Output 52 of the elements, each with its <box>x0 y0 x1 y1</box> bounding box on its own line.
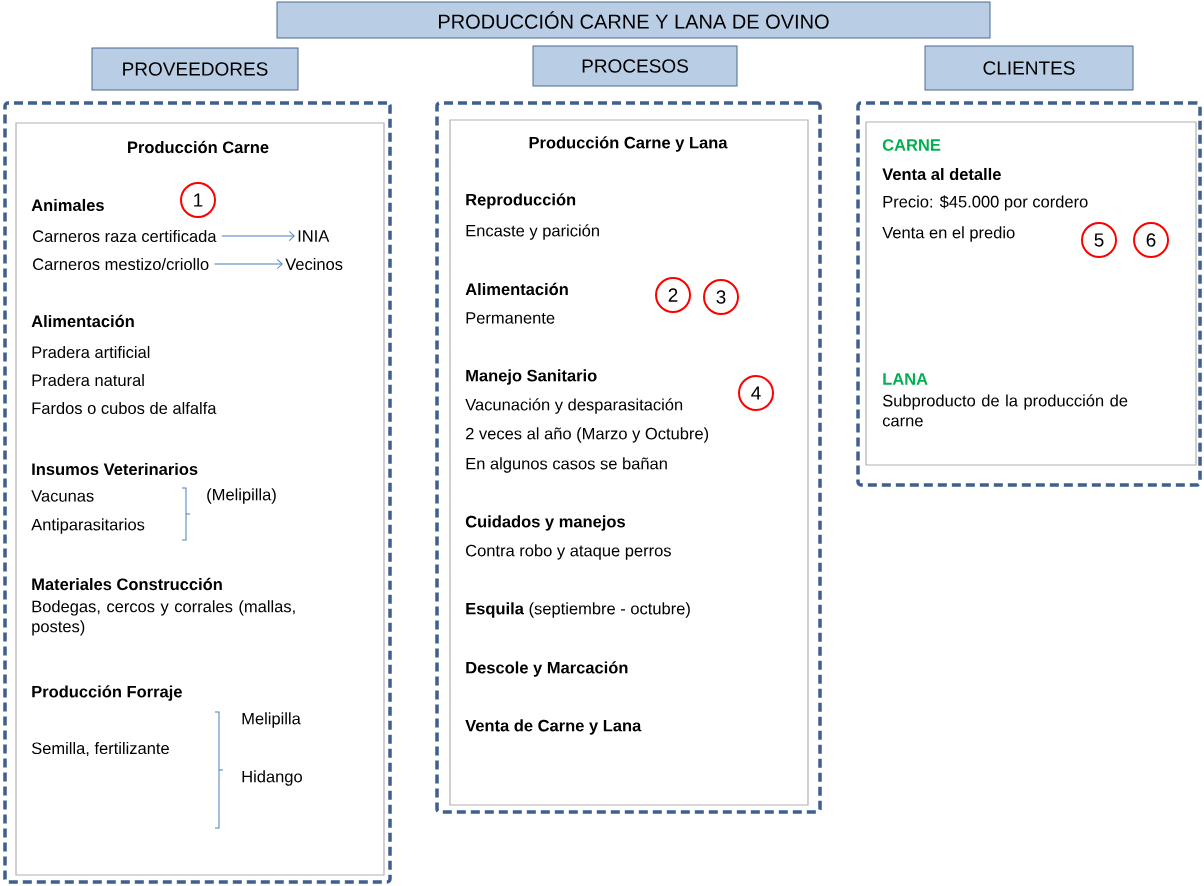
list-item: Melipilla <box>242 712 301 728</box>
section-heading: Producción Forraje <box>32 685 182 701</box>
section-heading: Venta de Carne y Lana <box>465 719 642 735</box>
list-item: 2 veces al año (Marzo y Octubre) <box>466 427 709 443</box>
list-item: Encaste y parición <box>466 224 599 240</box>
section-heading: Cuidados y manejos <box>465 515 625 531</box>
header-box: PROCESOS <box>532 45 738 87</box>
header-box: CLIENTES <box>924 45 1134 91</box>
section-heading: Insumos Veterinarios <box>32 462 198 476</box>
list-item: INIA <box>298 230 330 242</box>
section-heading: Materiales Construcción <box>32 577 222 591</box>
callout-number: 2 <box>655 277 691 313</box>
panel-heading: Producción Carne <box>128 140 269 154</box>
section-heading: LANA <box>883 373 928 385</box>
header-box: PRODUCCIÓN CARNE Y LANA DE OVINO <box>276 1 991 39</box>
list-item: En algunos casos se bañan <box>466 457 667 473</box>
arrow <box>213 259 283 269</box>
callout-number: 6 <box>1133 222 1169 258</box>
list-item: Fardos o cubos de alfalfa <box>32 401 217 415</box>
panel-heading: Producción Carne y Lana <box>529 136 728 152</box>
list-item: Antiparasitarios <box>31 518 145 534</box>
list-item: Bodegas, cercos y corrales (mallas, postes) <box>32 600 295 636</box>
list-item: Hidango <box>242 770 302 786</box>
section-heading: Descole y Marcación <box>466 661 628 677</box>
list-item: Pradera natural <box>32 373 144 387</box>
list-item: Vecinos <box>285 257 343 271</box>
list-item: Vacunas <box>31 490 94 502</box>
section-heading: Venta al detalle <box>882 167 1001 181</box>
section-heading: Alimentación <box>465 282 568 296</box>
list-item: Pradera artificial <box>32 345 150 359</box>
list-item: Vacunación y desparasitación <box>465 398 683 414</box>
list-item: Permanente <box>466 312 555 324</box>
section-heading: CARNE <box>882 139 941 151</box>
section-heading: Reproducción <box>466 193 576 209</box>
callout-number: 5 <box>1081 222 1117 258</box>
list-item: Carneros mestizo/criollo <box>33 257 209 271</box>
callout-number: 1 <box>180 182 216 218</box>
section-heading: Alimentación <box>31 314 134 328</box>
arrow <box>221 231 295 241</box>
section-heading: Manejo Sanitario <box>466 369 597 385</box>
header-box: PROVEEDORES <box>91 47 299 91</box>
list-item: Carneros raza certificada <box>33 229 217 243</box>
list-item: Precio: $45.000 por cordero <box>883 195 1088 211</box>
callout-number: 3 <box>703 279 739 315</box>
list-item: Venta en el predio <box>882 226 1015 242</box>
list-item: Esquila (septiembre - octubre) <box>466 602 690 618</box>
callout-number: 4 <box>738 375 774 411</box>
section-heading: Animales <box>31 198 104 212</box>
list-item: Contra robo y ataque perros <box>466 544 671 560</box>
list-item: Subproducto de la producción de carne <box>882 394 1128 427</box>
list-item: Semilla, fertilizante <box>31 742 169 757</box>
list-item: (Melipilla) <box>207 488 276 504</box>
